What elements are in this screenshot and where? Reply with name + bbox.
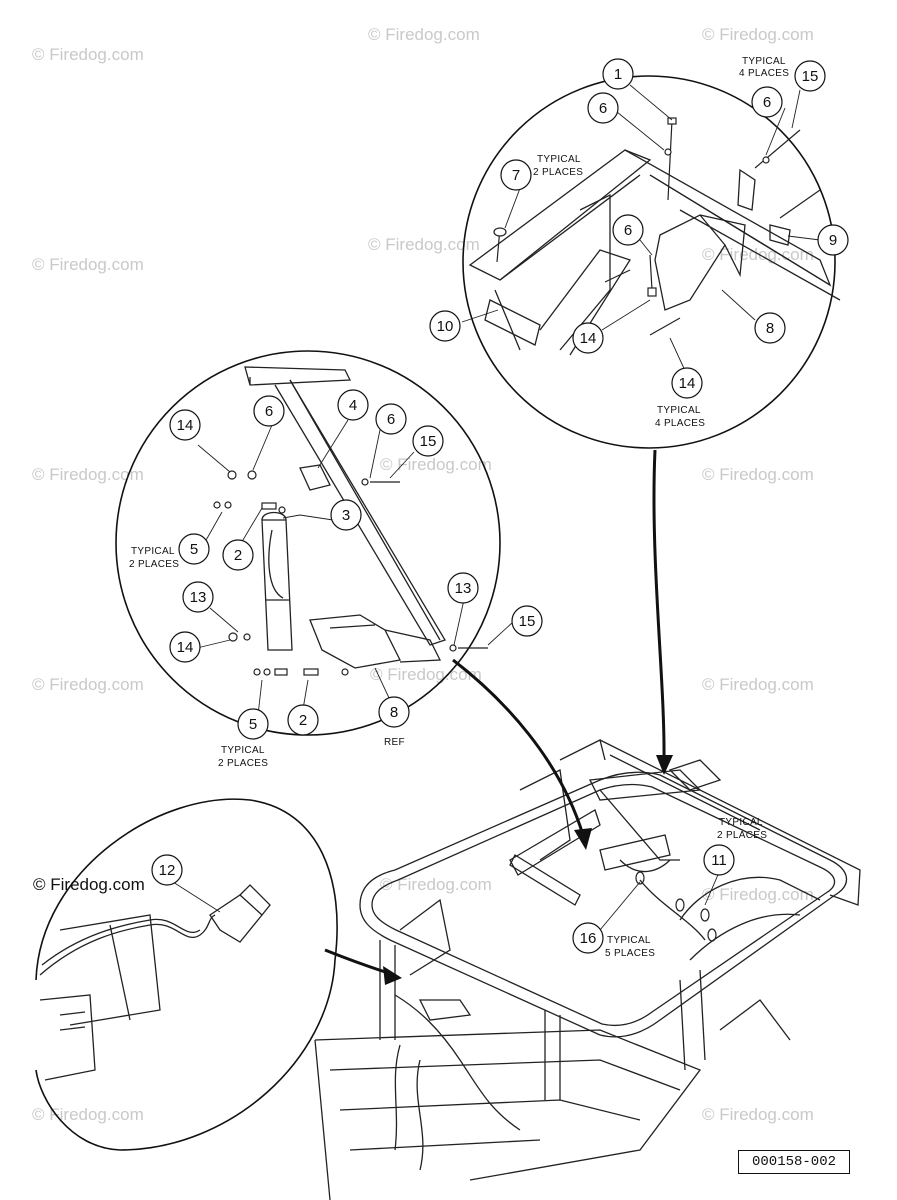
watermark-text: © Firedog.com: [32, 1105, 144, 1124]
note-typical-5-places: TYPICAL: [607, 935, 651, 946]
vehicle-frame: [314, 739, 861, 1200]
callout-14: 14: [177, 417, 194, 434]
watermark-text: © Firedog.com: [32, 45, 144, 64]
watermark-text: © Firedog.com: [368, 235, 480, 254]
callout-6: 6: [599, 100, 607, 117]
note-typical-4-places: TYPICAL: [742, 56, 786, 67]
note-typical-2-places: 2 PLACES: [717, 830, 767, 841]
detail-circle-frame-mount: [462, 75, 841, 449]
note-typical-4-places: TYPICAL: [657, 405, 701, 416]
callout-15: 15: [802, 68, 819, 85]
watermark-text: © Firedog.com: [32, 675, 144, 694]
callout-6: 6: [387, 411, 395, 428]
note-typical-4-places: 4 PLACES: [739, 68, 789, 79]
callout-12: 12: [159, 862, 176, 879]
watermark-text: © Firedog.com: [32, 255, 144, 274]
note-typical-2-places: TYPICAL: [719, 817, 763, 828]
watermark-text: © Firedog.com: [380, 875, 492, 894]
callout-16: 16: [580, 930, 597, 947]
callout-13: 13: [455, 580, 472, 597]
callout-3: 3: [342, 507, 350, 524]
note-typical-2-places: TYPICAL: [537, 154, 581, 165]
callout-6: 6: [265, 403, 273, 420]
callout-14: 14: [679, 375, 696, 392]
watermark-text: © Firedog.com: [370, 665, 482, 684]
watermark-text: © Firedog.com: [380, 455, 492, 474]
figure-number: 000158-002: [738, 1150, 850, 1174]
note-typical-2-places: 2 PLACES: [533, 167, 583, 178]
watermark-text: © Firedog.com: [702, 885, 814, 904]
callout-10: 10: [437, 318, 454, 335]
arrowheads: [383, 755, 673, 985]
note-typical-2-places: TYPICAL: [221, 745, 265, 756]
callout-2: 2: [234, 547, 242, 564]
callout-14: 14: [580, 330, 597, 347]
callout-6: 6: [624, 222, 632, 239]
callout-14: 14: [177, 639, 194, 656]
callout-9: 9: [829, 232, 837, 249]
callout-6: 6: [763, 94, 771, 111]
callout-8: 8: [390, 704, 398, 721]
note-ref: REF: [384, 737, 405, 748]
callout-numbers: 1 6 15 6 7 9 10 8 6 14 14 14 6 4 6 15 3 …: [159, 66, 838, 947]
watermark-text: © Firedog.com: [702, 25, 814, 44]
inset-watermark: © Firedog.com: [33, 875, 145, 894]
notes: TYPICAL 4 PLACES TYPICAL 2 PLACES TYPICA…: [129, 56, 789, 959]
cable-ties: [635, 871, 717, 942]
callout-7: 7: [512, 167, 520, 184]
note-typical-2-places: TYPICAL: [131, 546, 175, 557]
callout-balloons: [151, 58, 849, 954]
note-typical-2-places: 2 PLACES: [218, 758, 268, 769]
callout-11: 11: [711, 852, 727, 869]
callout-13: 13: [190, 589, 207, 606]
detail-circle-connector: © Firedog.com: [33, 798, 338, 1151]
callout-5: 5: [249, 716, 257, 733]
callout-1: 1: [614, 66, 622, 83]
note-typical-5-places: 5 PLACES: [605, 948, 655, 959]
callout-15: 15: [420, 433, 437, 450]
callout-8: 8: [766, 320, 774, 337]
callout-5: 5: [190, 541, 198, 558]
callout-15: 15: [519, 613, 536, 630]
callout-4: 4: [349, 397, 357, 414]
watermark-text: © Firedog.com: [702, 465, 814, 484]
watermark-text: © Firedog.com: [702, 1105, 814, 1124]
watermark-text: © Firedog.com: [368, 25, 480, 44]
watermark-text: © Firedog.com: [32, 465, 144, 484]
note-typical-4-places: 4 PLACES: [655, 418, 705, 429]
note-typical-2-places: 2 PLACES: [129, 559, 179, 570]
callout-2: 2: [299, 712, 307, 729]
watermark-text: © Firedog.com: [702, 675, 814, 694]
